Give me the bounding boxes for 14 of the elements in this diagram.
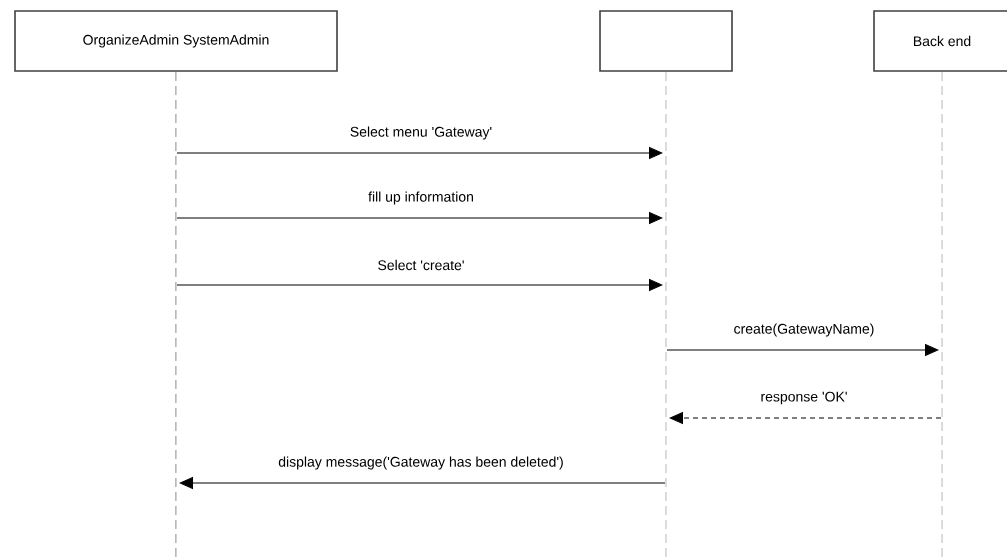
participant-box: Back end (873, 10, 1007, 72)
message-arrow (179, 477, 666, 489)
message-arrow (176, 279, 663, 291)
message-label: fill up information (368, 191, 473, 205)
participant-box: OrganizeAdmin SystemAdmin (14, 10, 338, 72)
message-label: display message('Gateway has been deleted') (278, 456, 563, 470)
message-label: Select 'create' (378, 259, 464, 271)
message-label: create(GatewayName) (734, 323, 874, 337)
message-label: response 'OK' (761, 391, 847, 405)
message-arrow (176, 147, 663, 159)
message-label: Select menu 'Gateway' (350, 126, 492, 140)
message-arrow (666, 344, 939, 356)
message-arrow (669, 412, 942, 424)
message-arrow (176, 212, 663, 224)
